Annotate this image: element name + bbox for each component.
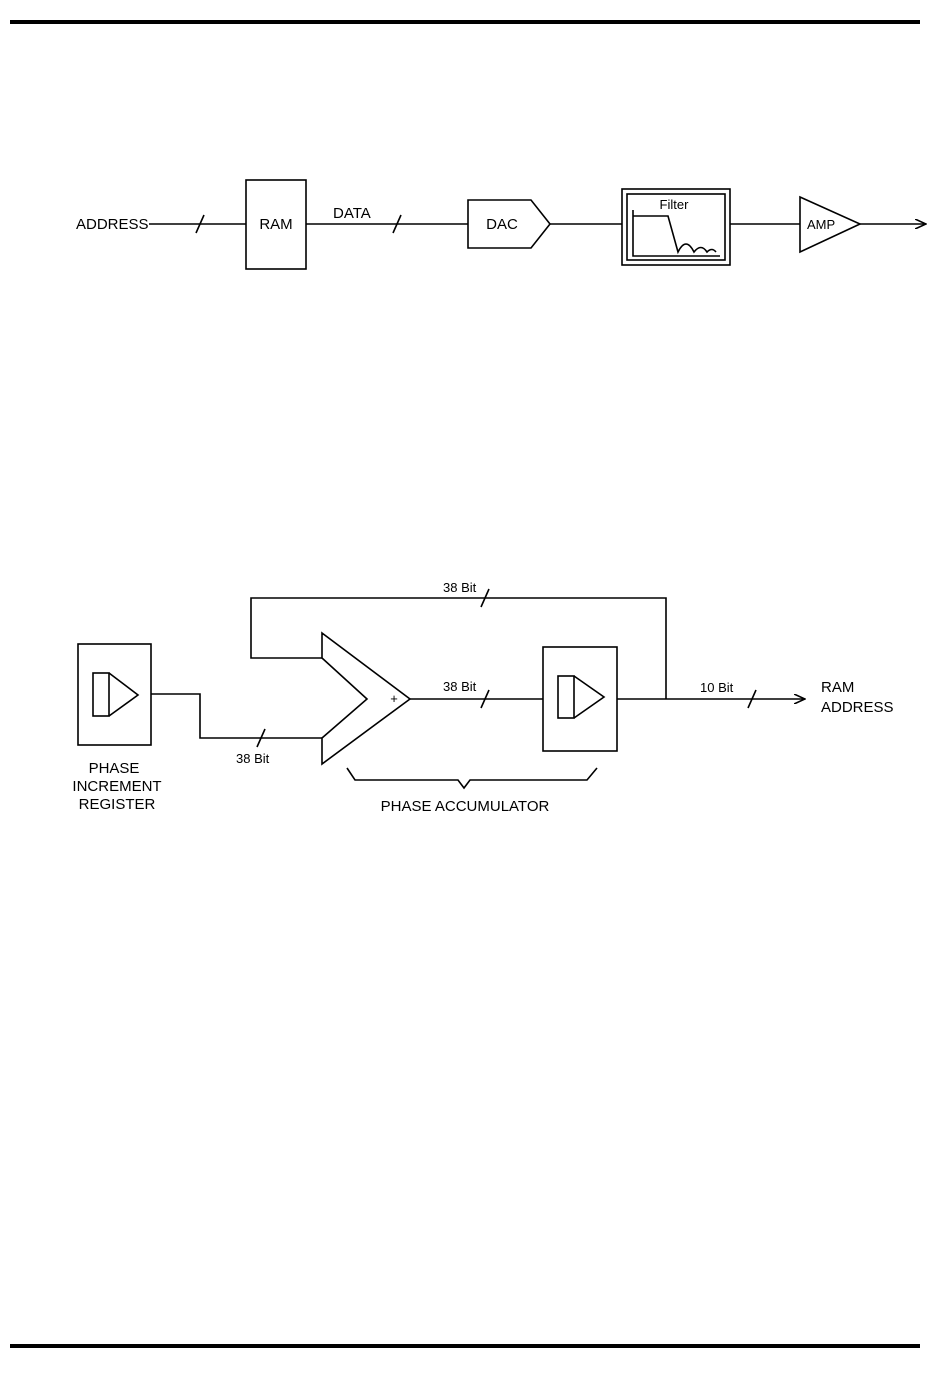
phase-increment-register-block (78, 644, 151, 745)
signal-chain-diagram: ADDRESS RAM DATA DAC Filter AMP (76, 180, 926, 269)
amp-label: AMP (807, 217, 835, 232)
address-label: ADDRESS (76, 216, 149, 233)
output-width-label: 10 Bit (700, 680, 734, 695)
increment-width-label: 38 Bit (236, 751, 270, 766)
adder-plus-sign: + (390, 691, 398, 706)
feedback-width-label: 38 Bit (443, 580, 477, 595)
increment-bus-line (151, 694, 322, 738)
filter-label: Filter (660, 197, 690, 212)
dac-label: DAC (486, 216, 518, 233)
ram-address-label-line1: RAM (821, 679, 854, 696)
pir-label-line2: INCREMENT (72, 778, 161, 795)
data-label: DATA (333, 205, 371, 222)
ram-label: RAM (259, 216, 292, 233)
phase-accumulator-diagram: PHASE INCREMENT REGISTER 38 Bit + 38 Bit… (72, 580, 893, 815)
phase-accumulator-label: PHASE ACCUMULATOR (381, 798, 550, 815)
pir-label-line1: PHASE (89, 760, 140, 777)
ram-address-label-line2: ADDRESS (821, 699, 894, 716)
accumulator-register-block (543, 647, 617, 751)
phase-accumulator-brace (347, 768, 597, 788)
sum-width-label: 38 Bit (443, 679, 477, 694)
pir-label-line3: REGISTER (79, 796, 156, 813)
